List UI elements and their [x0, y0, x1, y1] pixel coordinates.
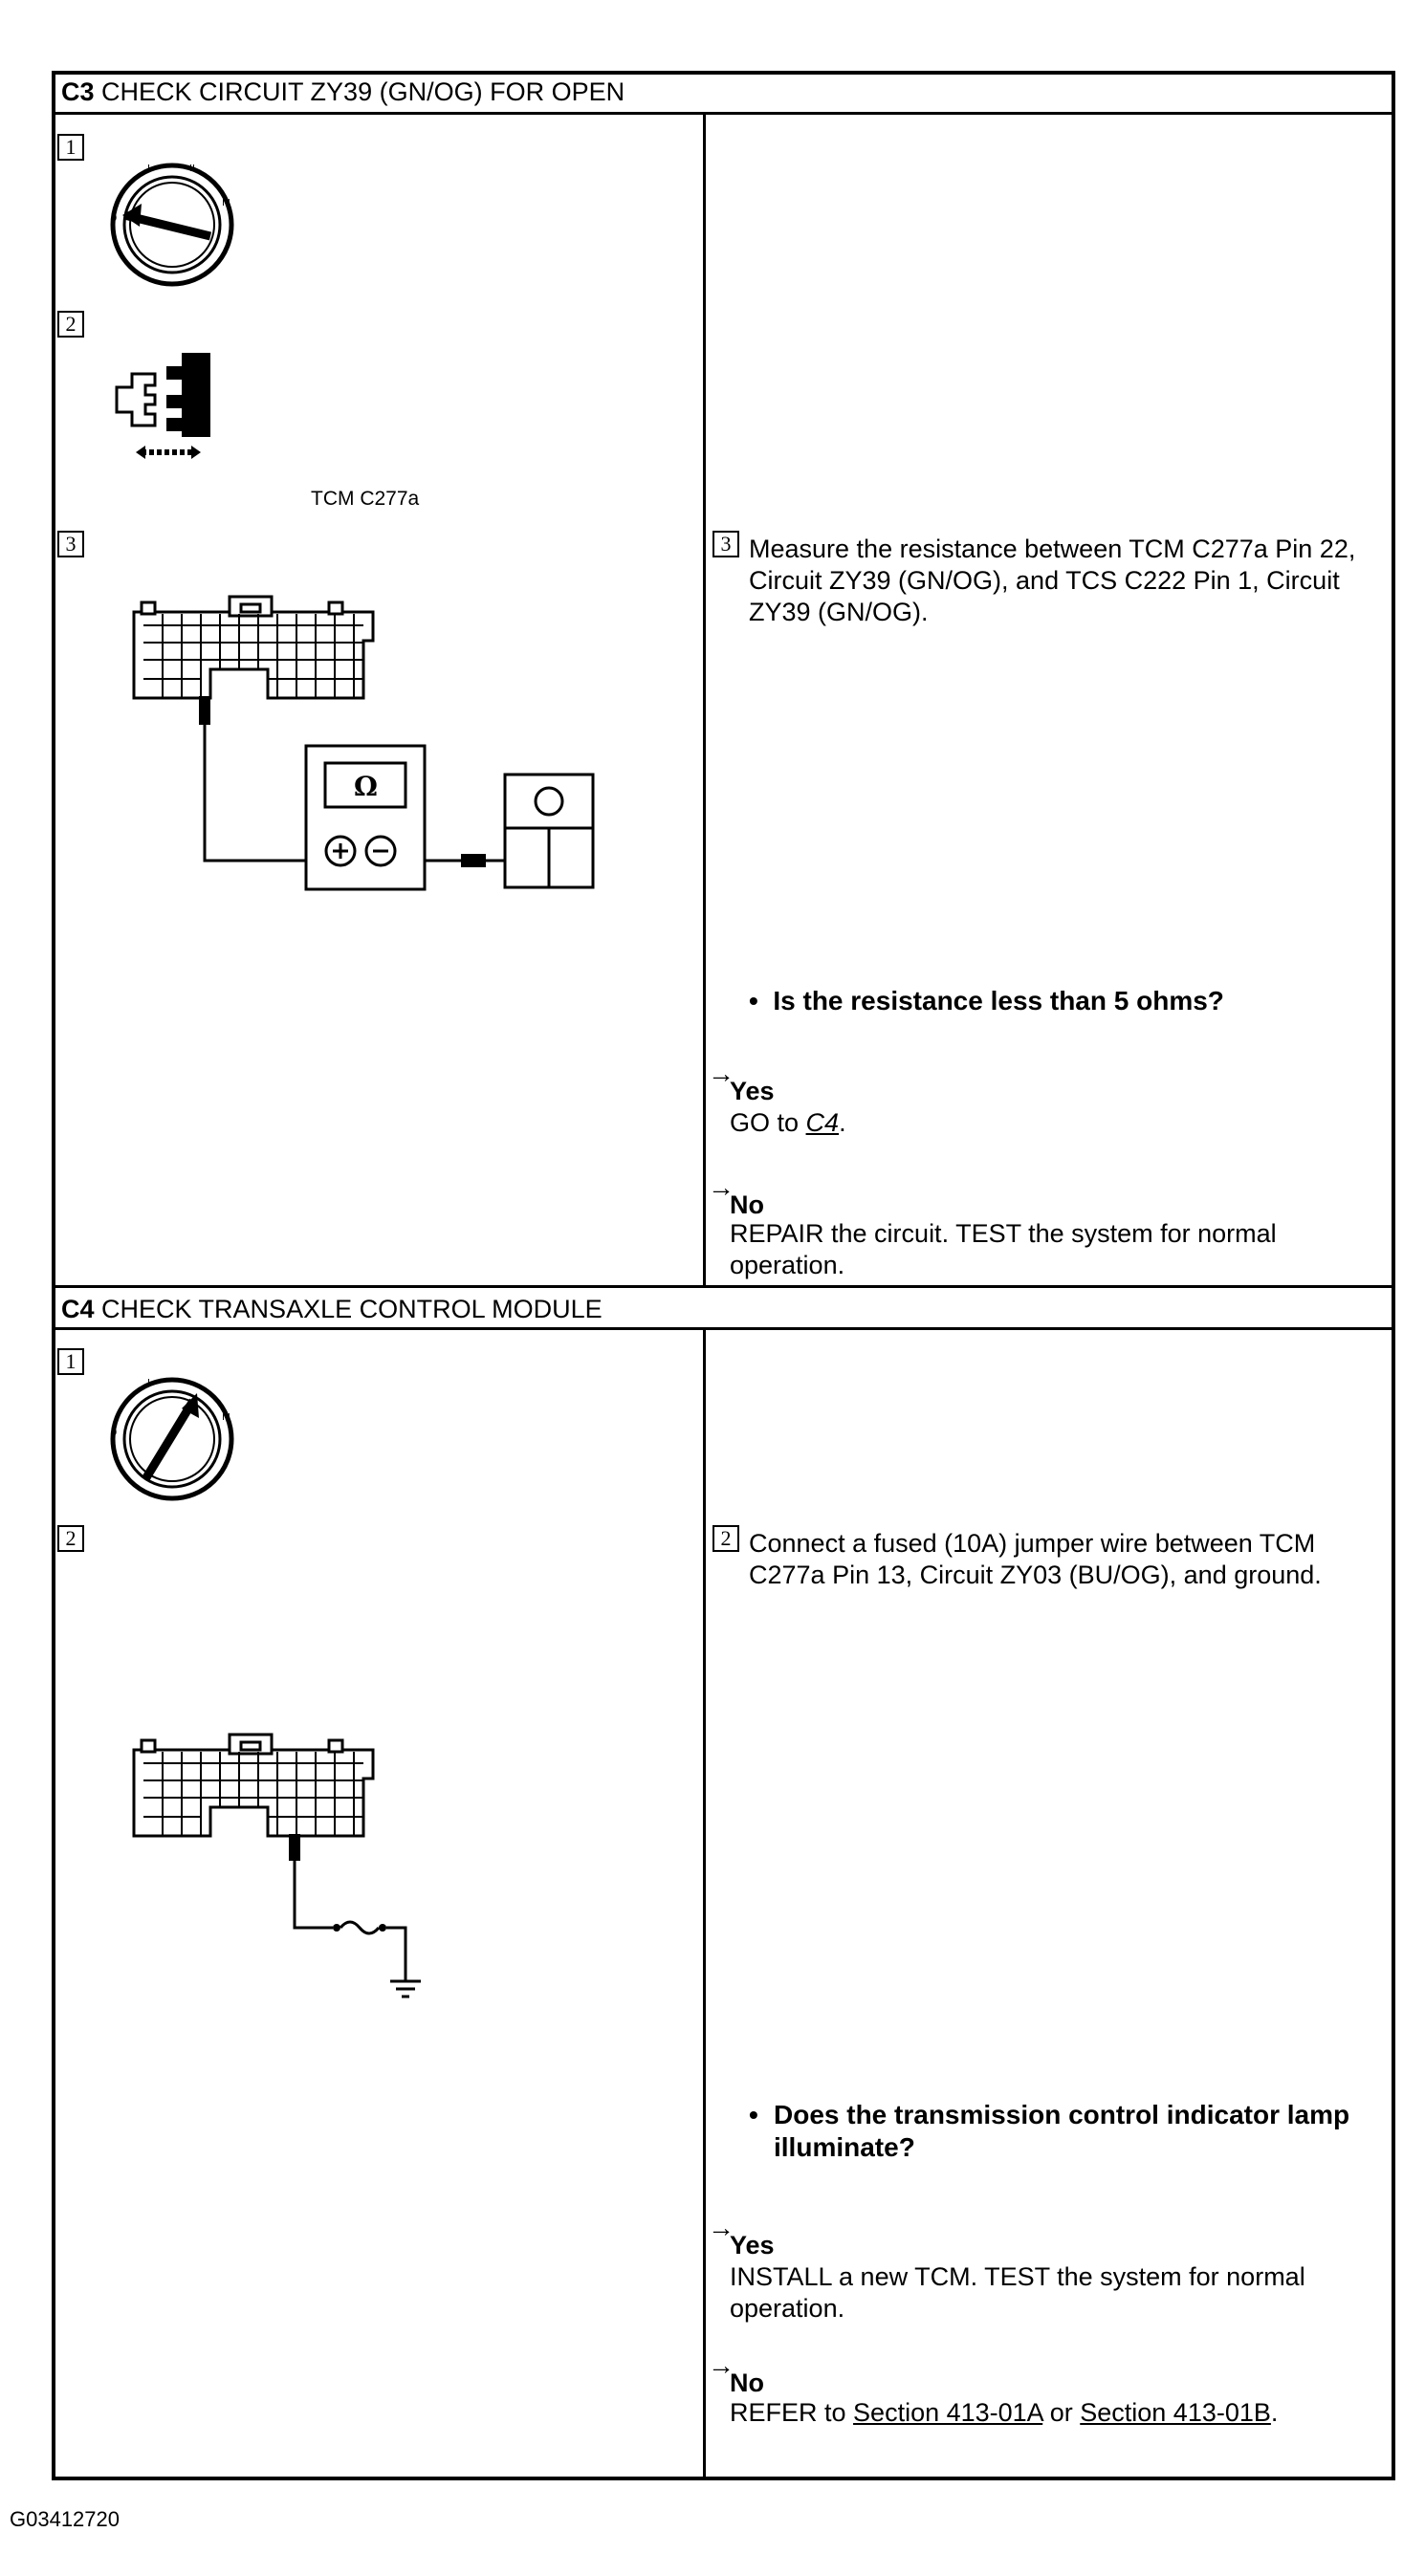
jumper-wire-diagram: [132, 1733, 421, 1998]
svg-text:III: III: [222, 198, 230, 208]
c4-no-text-mid: or: [1049, 2398, 1073, 2427]
connector-grid: [143, 614, 363, 698]
c3-connector-label: TCM C277a: [311, 488, 420, 510]
c4-question-bullet: •: [749, 2100, 758, 2129]
procedure-table: [52, 71, 1395, 2480]
c4-code: C4: [61, 1295, 95, 1323]
c3-yes-text: GO to: [730, 1108, 800, 1137]
c4-yes-arrow: →: [708, 2213, 734, 2242]
svg-text:0: 0: [111, 213, 117, 224]
c3-yes-arrow: →: [708, 1059, 734, 1088]
c4-no-label: No: [730, 2369, 764, 2397]
c3-step-3-ref-box: 3: [712, 531, 739, 557]
svg-text:III: III: [222, 1412, 230, 1423]
c4-no-text-pre: REFER to: [730, 2398, 846, 2427]
section-413-01a-link[interactable]: Section 413-01A: [853, 2398, 1043, 2427]
c4-header: C4 CHECK TRANSAXLE CONTROL MODULE: [52, 1288, 1395, 1330]
c4-step-2-box: 2: [57, 1525, 84, 1552]
c3-instruction: Measure the resistance between TCM C277a…: [749, 535, 1356, 626]
figure-id: G03412720: [10, 2507, 120, 2531]
disconnect-connector-icon: [115, 353, 210, 459]
ground-icon: [390, 1979, 421, 1998]
c3-question-text: Is the resistance less than 5 ohms?: [773, 986, 1224, 1015]
c3-question-bullet: •: [749, 986, 758, 1015]
c4-yes-text: INSTALL a new TCM. TEST the system for n…: [730, 2262, 1305, 2323]
svg-text:I: I: [147, 1378, 150, 1388]
c3-title: CHECK CIRCUIT ZY39 (GN/OG) FOR OPEN: [101, 77, 625, 106]
c3-no-text: REPAIR the circuit. TEST the system for …: [730, 1219, 1277, 1279]
ohmmeter-icon: Ω: [304, 744, 427, 891]
ohm-symbol: Ω: [354, 771, 378, 802]
c4-no-tail: .: [1270, 2398, 1279, 2427]
svg-text:I: I: [147, 164, 150, 174]
c3-yes-answer: GO to C4.: [730, 1107, 1380, 1139]
c4-step-1-box: 1: [57, 1348, 84, 1375]
c4-instruction: Connect a fused (10A) jumper wire betwee…: [749, 1529, 1322, 1589]
resistance-measurement-diagram: Ω: [132, 595, 595, 891]
fuse-icon: [333, 1920, 386, 1935]
c3-yes-tail: .: [839, 1108, 846, 1137]
c4-no-answer: REFER to Section 413-01A or Section 413-…: [730, 2397, 1342, 2429]
c4-top-rule: [52, 1285, 1395, 1288]
c4-link[interactable]: C4: [805, 1108, 840, 1137]
c4-yes-label: Yes: [730, 2231, 775, 2259]
section-413-01b-link[interactable]: Section 413-01B: [1080, 2398, 1271, 2427]
c3-yes-label: Yes: [730, 1077, 775, 1105]
c4-no-arrow: →: [708, 2350, 734, 2380]
c3-header: C3 CHECK CIRCUIT ZY39 (GN/OG) FOR OPEN: [52, 71, 1395, 115]
svg-text:II: II: [189, 164, 195, 174]
ignition-on-icon: 0 I III: [110, 1377, 234, 1501]
c3-no-label: No: [730, 1190, 764, 1219]
c4-column-divider: [703, 1330, 706, 2480]
c4-question-text: Does the transmission control indicator …: [774, 2100, 1350, 2162]
c3-column-divider: [703, 115, 706, 1288]
tcm-connector-icon: [132, 595, 375, 700]
c3-step-1-box: 1: [57, 134, 84, 161]
c3-question: • Is the resistance less than 5 ohms?: [749, 985, 1380, 1017]
c3-step-2-box: 2: [57, 311, 84, 338]
c3-step-3-box: 3: [57, 531, 84, 557]
c3-no-arrow: →: [708, 1172, 734, 1202]
c4-question: • Does the transmission control indicator…: [749, 2099, 1380, 2164]
svg-text:0: 0: [111, 1428, 117, 1438]
tcs-sensor-icon: [503, 773, 595, 889]
c4-title: CHECK TRANSAXLE CONTROL MODULE: [101, 1295, 603, 1323]
c3-code: C3: [61, 77, 95, 106]
ignition-off-icon: 0 I II III: [110, 163, 234, 287]
c4-step-2-ref-box: 2: [712, 1525, 739, 1552]
